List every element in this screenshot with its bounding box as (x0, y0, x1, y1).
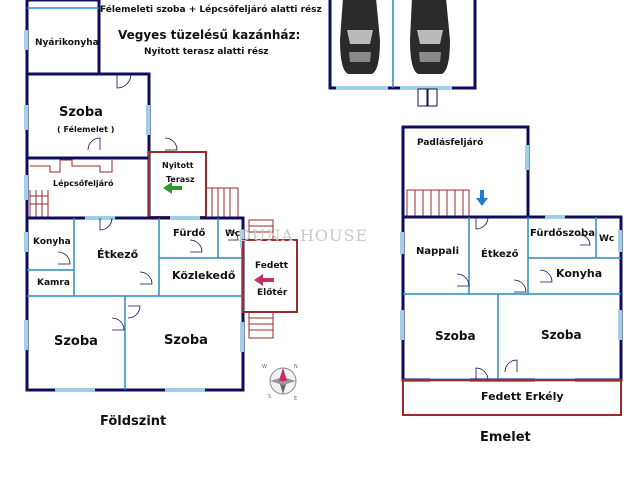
terrace-covered-entry (242, 239, 298, 313)
room-label-konyha: Konyha (33, 237, 71, 247)
garage-door-2 (400, 86, 452, 90)
room-label-fedett: Fedett (255, 261, 289, 271)
room-label-nappali: Nappali (416, 246, 460, 257)
car-icon (340, 0, 380, 74)
staircase (406, 189, 470, 218)
compass-letter: N (294, 364, 298, 370)
room-note-felemelet: ( Félemelet ) (57, 125, 115, 134)
entrance-arrow-icon (254, 274, 274, 286)
room-label-nyarikonyha: Nyárikonyha (35, 38, 99, 48)
room-label-etkezo-upper: Étkező (481, 249, 519, 260)
wall-upper-main (401, 215, 623, 382)
note-kazanhaz: Vegyes tüzelésű kazánház: (118, 28, 301, 42)
room-label-padlasfeljaro: Padlásfeljáró (417, 138, 484, 148)
stairs-down-arrow-icon (476, 190, 488, 206)
ground-floor (24, 0, 298, 392)
staircase (29, 158, 113, 218)
room-label-terasz: Terasz (166, 175, 195, 184)
watermark-logo: DUNA HOUSE (238, 226, 369, 245)
note-felemelet: Félemeleti szoba + Lépcsőfeljáró alatti … (100, 5, 322, 15)
room-label-furdo: Fürdő (173, 228, 206, 239)
car-icon (410, 0, 450, 74)
wall-lepcsofeljaro (25, 156, 151, 220)
room-label-furdoszoba: Fürdőszoba (530, 228, 595, 239)
floor-title-upper: Emelet (480, 430, 531, 445)
note-terasz: Nyitott terasz alatti rész (144, 47, 269, 57)
room-label-szoba-upper-left: Szoba (435, 329, 476, 343)
room-label-eloter: Előtér (257, 288, 288, 298)
room-label-szoba-upper-right: Szoba (541, 328, 582, 342)
compass-letter: E (294, 396, 297, 402)
room-label-wc: Wc (225, 229, 241, 239)
entrance-arrow-icon (163, 182, 182, 194)
wall-nyarikonyha (25, 0, 101, 76)
room-label-kamra: Kamra (37, 278, 70, 288)
room-label-etkezo: Étkező (97, 248, 139, 261)
room-label-kozlekedo: Közlekedő (172, 269, 236, 282)
room-label-lepcsofeljaro: Lépcsőfeljáró (53, 179, 114, 188)
garage-entry-door (417, 88, 438, 107)
covered-balcony (402, 379, 622, 416)
floor-title-ground: Földszint (100, 414, 167, 429)
room-label-szoba-left: Szoba (54, 334, 98, 349)
room-label-nyitott: Nyitott (162, 161, 194, 170)
garage-door-1 (336, 86, 388, 90)
compass-icon (269, 367, 297, 395)
room-label-konyha-upper: Konyha (556, 267, 603, 280)
room-label-szoba-felemelet: Szoba (59, 105, 103, 120)
compass-letter: W (262, 364, 267, 370)
compass-letter: S (268, 394, 271, 400)
room-label-fedett-erkely: Fedett Erkély (481, 390, 564, 403)
room-label-wc-upper: Wc (599, 234, 615, 244)
upper-floor (400, 125, 623, 416)
room-label-szoba-right: Szoba (164, 333, 208, 348)
garage (328, 0, 477, 107)
